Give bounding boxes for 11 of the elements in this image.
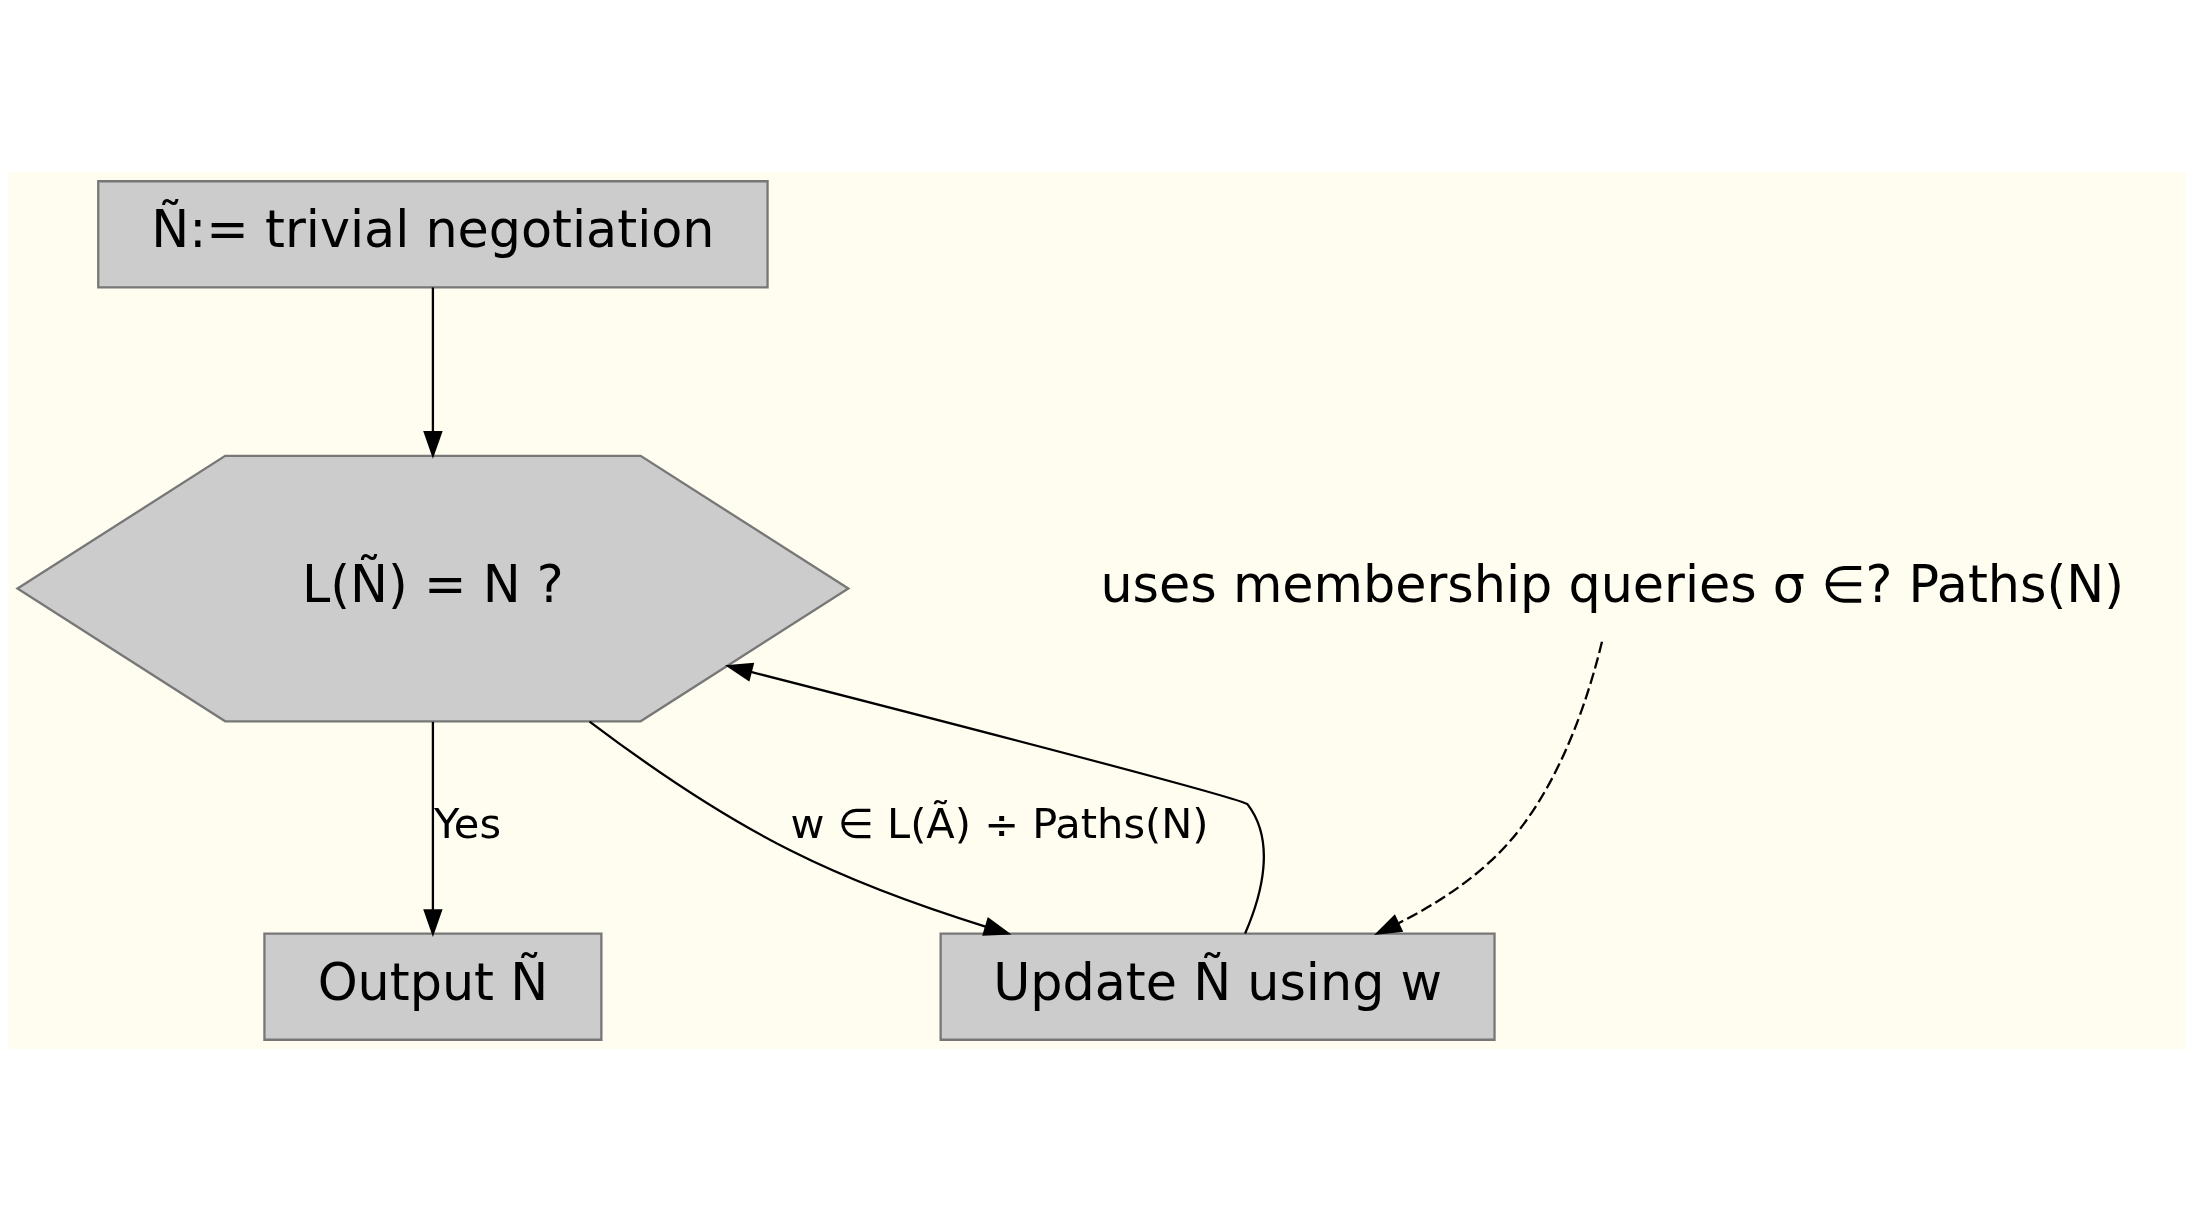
arrow [423,286,443,459]
node-box: Output Ñ [263,931,603,1041]
edge-label: w ∈ L(Ã) ÷ Paths(N) [790,798,1209,848]
node-box: Update Ñ using w [939,931,1496,1041]
arrow [1374,641,1604,935]
node-box: Ñ:= trivial negotiation [97,179,769,289]
node-text: uses membership queries σ ∈? Paths(N) [1100,554,2125,613]
edge-label: Yes [434,798,502,848]
arrow [724,662,1265,934]
arrow [423,721,443,937]
arrow [588,720,1012,936]
